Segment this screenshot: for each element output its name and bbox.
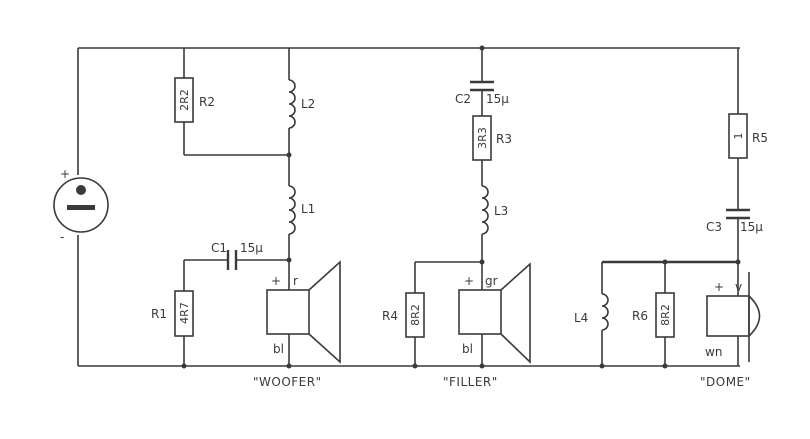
l1-label: L1 xyxy=(301,202,315,216)
c3-label: C3 xyxy=(706,220,722,234)
dome-speaker: + v wn xyxy=(705,272,761,366)
filler-branch: C2 15µ 3R3 R3 L3 8R2 R4 + gr bl "FILLER" xyxy=(382,45,531,389)
r6-value: 8R2 xyxy=(659,304,672,326)
l3-label: L3 xyxy=(494,204,508,218)
r5-value: 1 xyxy=(732,133,745,140)
inductor-l4 xyxy=(601,293,609,331)
c3-value: 15µ xyxy=(740,220,763,234)
woofer-plus-label: + xyxy=(271,274,281,288)
r6-label: R6 xyxy=(632,309,648,323)
source-minus-label: - xyxy=(60,230,64,244)
filler-speaker: + gr bl xyxy=(458,262,531,369)
c2-value: 15µ xyxy=(486,92,509,106)
woofer-caption: "WOOFER" xyxy=(253,375,322,389)
r1-value: 4R7 xyxy=(178,302,191,324)
filler-top-wire-label: gr xyxy=(485,274,498,288)
r2-value: 2R2 xyxy=(178,89,191,111)
r3-label: R3 xyxy=(496,132,512,146)
r5-label: R5 xyxy=(752,131,768,145)
source-bar xyxy=(67,205,95,210)
inductor-l2 xyxy=(288,79,296,129)
woofer-speaker: + r bl xyxy=(266,260,341,369)
inductor-l1 xyxy=(288,185,296,235)
filler-magnet xyxy=(458,289,502,335)
inductor-l3 xyxy=(481,185,489,235)
filler-cone xyxy=(500,262,531,364)
woofer-bottom-wire-label: bl xyxy=(273,342,284,356)
r1-label: R1 xyxy=(151,307,167,321)
input-source: + - xyxy=(53,167,109,244)
woofer-cone xyxy=(308,260,341,364)
source-circle xyxy=(53,177,109,233)
dome-bottom-wire-label: wn xyxy=(705,345,722,359)
woofer-branch: 2R2 R2 L2 L1 C1 15µ 4R7 R1 xyxy=(151,48,341,389)
r2-label: R2 xyxy=(199,95,215,109)
l4-label: L4 xyxy=(574,311,588,325)
dome-magnet xyxy=(706,295,750,337)
c1-value: 15µ xyxy=(240,241,263,255)
dome-cap xyxy=(748,295,761,337)
r3-value: 3R3 xyxy=(476,127,489,149)
l2-label: L2 xyxy=(301,97,315,111)
r4-label: R4 xyxy=(382,309,398,323)
filler-bottom-wire-label: bl xyxy=(462,342,473,356)
r4-value: 8R2 xyxy=(409,304,422,326)
filler-plus-label: + xyxy=(464,274,474,288)
c2-label: C2 xyxy=(455,92,471,106)
dome-caption: "DOME" xyxy=(700,375,751,389)
filler-caption: "FILLER" xyxy=(443,375,498,389)
woofer-top-wire-label: r xyxy=(293,274,298,288)
dome-branch: 1 R5 C3 15µ L4 8R2 R6 + v xyxy=(574,48,768,389)
source-terminal-dot xyxy=(76,185,86,195)
c1-label: C1 xyxy=(211,241,227,255)
woofer-magnet xyxy=(266,289,310,335)
dome-plus-label: + xyxy=(714,280,724,294)
dome-top-wire-label: v xyxy=(735,280,742,294)
source-plus-label: + xyxy=(60,167,70,181)
